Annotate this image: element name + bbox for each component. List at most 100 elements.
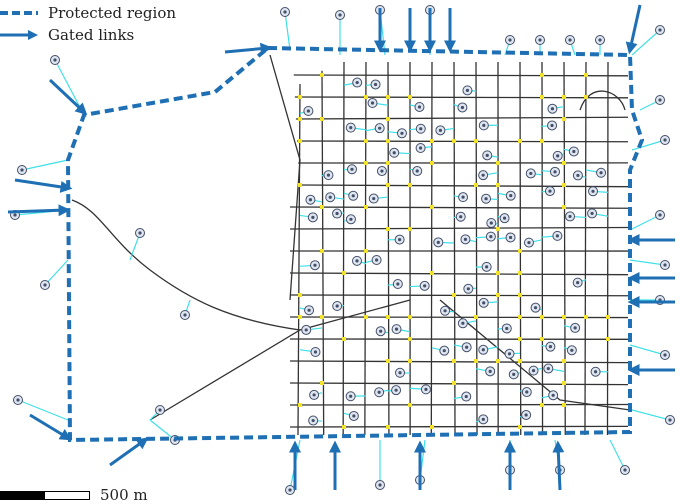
connector xyxy=(630,260,665,265)
intersection xyxy=(386,425,390,429)
centroid-dot xyxy=(668,418,671,421)
intersection xyxy=(606,337,610,341)
centroid-dot xyxy=(512,373,515,376)
intersection xyxy=(386,139,390,143)
centroid-dot xyxy=(307,309,310,312)
dashed-line-icon xyxy=(0,8,40,18)
centroid-dot xyxy=(461,196,464,199)
centroid-dot xyxy=(529,172,532,175)
centroid-dot xyxy=(547,367,550,370)
centroid-dot xyxy=(489,235,492,238)
centroid-dot xyxy=(461,322,464,325)
road xyxy=(290,295,628,296)
intersection xyxy=(518,139,522,143)
centroid-dot xyxy=(393,151,396,154)
connector xyxy=(632,410,670,420)
centroid-dot xyxy=(576,174,579,177)
intersection xyxy=(364,139,368,143)
centroid-dot xyxy=(419,127,422,130)
centroid-dot xyxy=(663,353,666,356)
intersection xyxy=(364,161,368,165)
centroid-dot xyxy=(574,326,577,329)
road xyxy=(290,207,628,208)
intersection xyxy=(298,183,302,187)
intersection xyxy=(518,249,522,253)
centroid-dot xyxy=(572,150,575,153)
intersection xyxy=(584,95,588,99)
intersection xyxy=(386,183,390,187)
intersection xyxy=(408,315,412,319)
centroid-dot xyxy=(356,81,359,84)
connector xyxy=(630,345,665,355)
centroid-dot xyxy=(314,350,317,353)
road xyxy=(295,97,628,98)
centroid-dot xyxy=(398,371,401,374)
centroid-dot xyxy=(490,221,493,224)
centroid-dot xyxy=(570,349,573,352)
intersection xyxy=(408,403,412,407)
centroid-dot xyxy=(312,419,315,422)
centroid-dot xyxy=(327,174,330,177)
centroid-dot xyxy=(465,346,468,349)
intersection xyxy=(540,139,544,143)
centroid-dot xyxy=(534,306,537,309)
gated-link-arrow xyxy=(630,5,640,50)
legend-label: Gated links xyxy=(48,26,134,44)
centroid-dot xyxy=(400,132,403,135)
intersection xyxy=(496,293,500,297)
intersection xyxy=(298,117,302,121)
gated-link-arrow xyxy=(110,440,145,465)
centroid-dot xyxy=(307,109,310,112)
centroid-dot xyxy=(138,231,141,234)
connector xyxy=(285,12,290,50)
centroid-dot xyxy=(396,282,399,285)
intersection xyxy=(320,205,324,209)
centroid-dot xyxy=(380,169,383,172)
intersection xyxy=(562,359,566,363)
road xyxy=(580,91,625,110)
intersection xyxy=(386,117,390,121)
connector xyxy=(22,160,68,170)
gated-link-arrow xyxy=(558,445,560,490)
centroid-dot xyxy=(309,198,312,201)
centroid-dot xyxy=(355,259,358,262)
centroid-dot xyxy=(335,212,338,215)
centroid-dot xyxy=(336,304,339,307)
connector xyxy=(632,140,665,150)
centroid-dot xyxy=(313,264,316,267)
centroid-dot xyxy=(538,38,541,41)
intersection xyxy=(606,315,610,319)
centroid-dot xyxy=(658,28,661,31)
intersection xyxy=(452,359,456,363)
centroid-dot xyxy=(371,101,374,104)
intersection xyxy=(496,227,500,231)
centroid-dot xyxy=(486,154,489,157)
centroid-dot xyxy=(311,216,314,219)
centroid-dot xyxy=(551,107,554,110)
centroid-dot xyxy=(439,129,442,132)
centroid-dot xyxy=(552,394,555,397)
intersection xyxy=(320,315,324,319)
centroid-dot xyxy=(424,388,427,391)
centroid-dot xyxy=(349,395,352,398)
intersection xyxy=(474,315,478,319)
intersection xyxy=(320,73,324,77)
gated-link-arrow xyxy=(30,415,68,438)
intersection xyxy=(562,205,566,209)
legend-item-gated-links: Gated links xyxy=(0,24,176,46)
centroid-dot xyxy=(532,369,535,372)
intersection xyxy=(298,315,302,319)
road xyxy=(290,273,628,275)
intersection xyxy=(408,359,412,363)
intersection xyxy=(386,359,390,363)
intersection xyxy=(430,425,434,429)
intersection xyxy=(298,95,302,99)
centroid-dot xyxy=(16,398,19,401)
intersection xyxy=(540,315,544,319)
intersection xyxy=(562,95,566,99)
intersection xyxy=(562,381,566,385)
intersection xyxy=(474,183,478,187)
connector xyxy=(45,260,68,285)
intersection xyxy=(408,337,412,341)
